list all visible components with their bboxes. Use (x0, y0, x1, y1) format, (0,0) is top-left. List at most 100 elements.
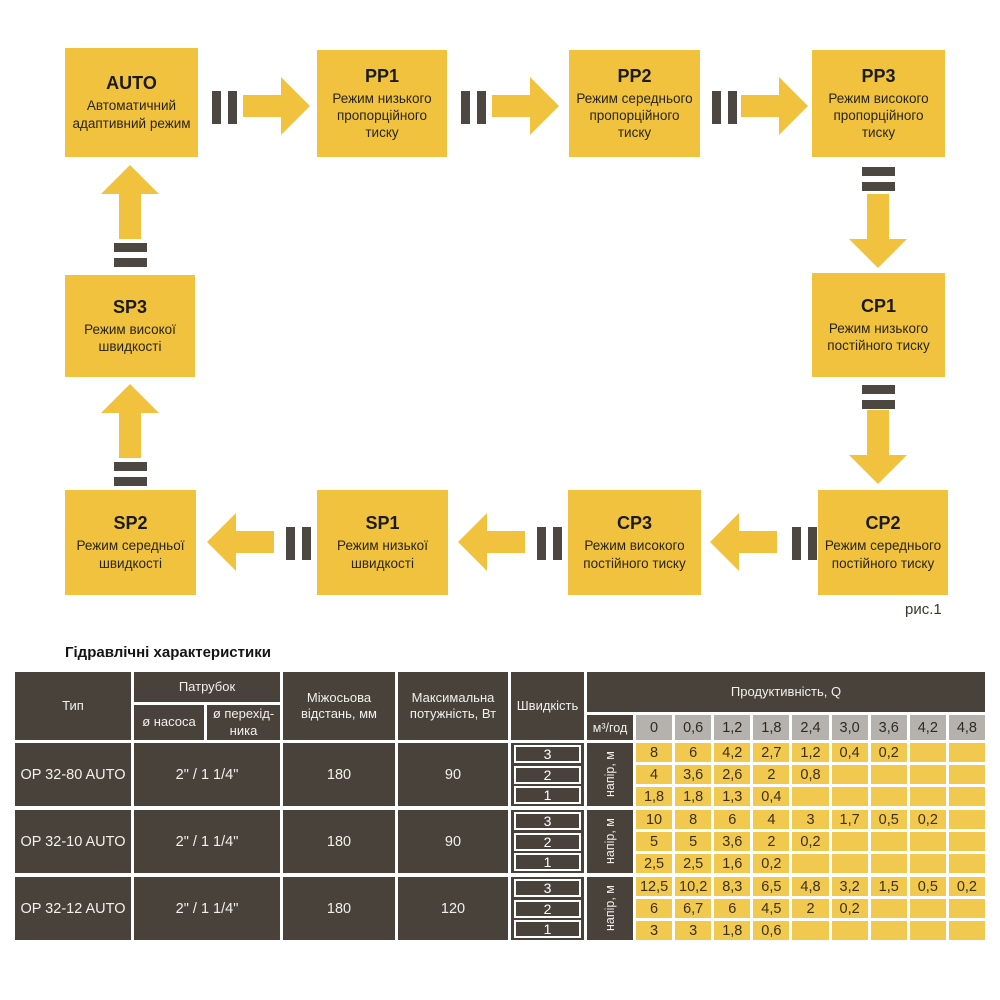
mode-box-sp2: SP2 Режим середньої швидкості (65, 490, 196, 595)
value-cell: 1,8 (714, 921, 751, 940)
value-cell: 1,6 (714, 854, 751, 873)
mode-box-pp1: PP1 Режим низького пропорційного тиску (317, 50, 447, 157)
value-cell: 2 (753, 832, 790, 851)
value-cell: 6 (714, 810, 751, 829)
pause-icon (862, 385, 895, 409)
value-cell: 6 (675, 743, 712, 762)
pause-icon (114, 462, 147, 486)
value-cell (831, 832, 868, 851)
value-cell (948, 921, 985, 940)
value-cell: 5 (636, 832, 673, 851)
row-type-cell: OP 32-80 AUTO (15, 743, 131, 806)
pause-icon (114, 243, 147, 267)
mode-box-sp3: SP3 Режим високої швидкості (65, 275, 195, 377)
arrow-down-icon (849, 194, 907, 268)
value-cell (870, 854, 907, 873)
arrow-left-icon (710, 513, 777, 571)
value-cell: 0,4 (831, 743, 868, 762)
header-distance: Міжосьова відстань, мм (283, 672, 395, 740)
arrow-right-icon (741, 77, 808, 135)
col-pipe: Патрубок ø насоса ø перехід- ника 2" / 1… (134, 672, 280, 940)
figure-caption: рис.1 (905, 601, 942, 618)
speed-cell: 3 (514, 879, 581, 898)
value-cell: 2 (792, 899, 829, 918)
mode-desc: Режим високого пропорційного тиску (828, 90, 929, 141)
value-cell: 6 (714, 899, 751, 918)
mode-box-auto: AUTO Автоматичний адаптивний режим (65, 48, 198, 157)
mode-desc: Автоматичний адаптивний режим (72, 98, 191, 131)
value-cell: 3 (792, 810, 829, 829)
flow-header-cell: 3,0 (831, 715, 868, 740)
mode-box-cp2: CP2 Режим середнього постійного тиску (818, 490, 948, 595)
flow-unit-cell: м³/год (587, 715, 633, 740)
row-distance-cell: 180 (283, 743, 395, 806)
value-cell (948, 765, 985, 784)
value-cell: 12,5 (636, 877, 673, 896)
value-cell: 8 (636, 743, 673, 762)
row-pipe-cell: 2" / 1 1/4" (134, 810, 280, 873)
value-cell (909, 743, 946, 762)
pipe-cells: 2" / 1 1/4"2" / 1 1/4"2" / 1 1/4" (134, 743, 280, 940)
mode-code: CP3 (616, 513, 652, 534)
value-cell: 3,6 (675, 765, 712, 784)
value-cell (831, 765, 868, 784)
row-power-cell: 90 (398, 810, 508, 873)
value-cell: 4,8 (792, 877, 829, 896)
value-cell: 1,3 (714, 787, 751, 806)
value-cell: 5 (675, 832, 712, 851)
flow-header-cell: 4,2 (909, 715, 946, 740)
arrow-left-icon (458, 513, 525, 571)
speed-cell: 1 (514, 919, 581, 938)
mode-desc: Режим високого постійного тиску (583, 538, 686, 571)
header-pump-diameter: ø насоса (134, 705, 204, 740)
value-cell: 0,5 (870, 810, 907, 829)
value-cell: 0,2 (831, 899, 868, 918)
value-cell: 3 (636, 921, 673, 940)
value-cell: 6,5 (753, 877, 790, 896)
arrow-down-icon (849, 410, 907, 484)
value-cell: 4 (753, 810, 790, 829)
value-cell (909, 899, 946, 918)
value-cell: 1,8 (636, 787, 673, 806)
value-cell (909, 854, 946, 873)
head-unit-cell: напір, м (587, 877, 633, 940)
mode-desc: Режим низького пропорційного тиску (332, 90, 432, 141)
row-type-cell: OP 32-12 AUTO (15, 877, 131, 940)
arrow-right-icon (492, 77, 559, 135)
value-cell: 3,6 (714, 832, 751, 851)
arrow-up-icon (101, 384, 159, 458)
value-cell: 4,2 (714, 743, 751, 762)
mode-code: PP1 (364, 65, 400, 86)
value-cell (831, 854, 868, 873)
value-cell: 0,2 (753, 854, 790, 873)
mode-code: CP2 (865, 513, 901, 534)
mode-box-pp3: PP3 Режим високого пропорційного тиску (812, 50, 945, 157)
header-speed: Швидкість (511, 672, 584, 740)
value-cell (831, 921, 868, 940)
header-type: Тип (15, 672, 131, 740)
header-productivity: Продуктивність, Q (587, 672, 985, 712)
value-cell: 6 (636, 899, 673, 918)
mode-code: SP2 (113, 513, 148, 534)
speed-cell: 2 (514, 899, 581, 918)
speed-cell: 3 (514, 745, 581, 764)
value-cell: 8,3 (714, 877, 751, 896)
header-power: Максимальна потужність, Вт (398, 672, 508, 740)
mode-code: SP3 (112, 296, 148, 317)
value-cell: 2,5 (636, 854, 673, 873)
mode-desc: Режим низької швидкості (337, 538, 428, 571)
value-cell: 2 (753, 765, 790, 784)
value-cell (948, 810, 985, 829)
